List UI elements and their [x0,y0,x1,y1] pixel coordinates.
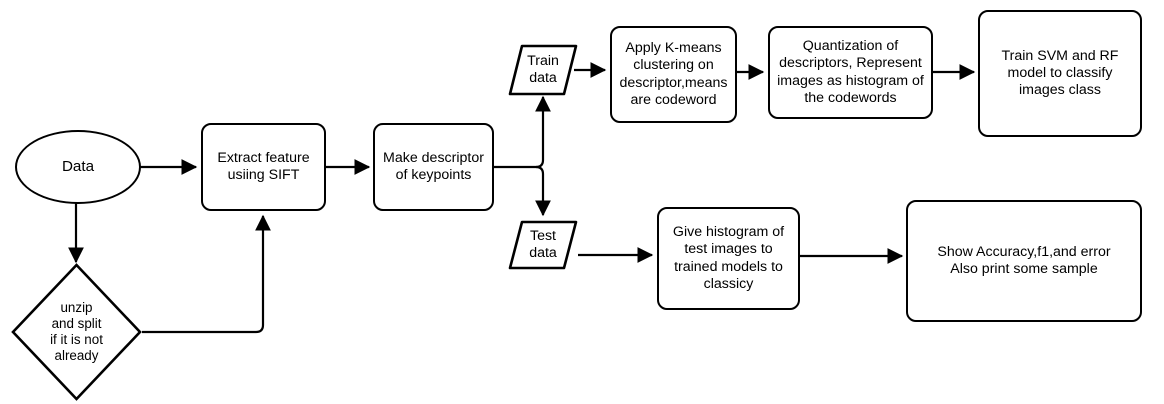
node-data-label: Data [61,157,95,175]
node-train-svm-rf-label: Train SVM and RF model to classify image… [1001,47,1119,99]
node-test-data[interactable]: Test data [508,220,578,270]
edge-descriptor-to-train-data [535,95,551,169]
node-extract-feature-label: Extract feature usiing SIFT [217,149,310,183]
edge-unzip-to-extract [142,214,271,334]
node-unzip-label: unzip and split if it is not already [50,299,103,364]
node-extract-feature[interactable]: Extract feature usiing SIFT [201,123,326,211]
node-train-svm-rf[interactable]: Train SVM and RF model to classify image… [978,10,1142,137]
node-make-descriptor[interactable]: Make descriptor of keypoints [373,123,494,211]
node-show-accuracy[interactable]: Show Accuracy,f1,and error Also print so… [906,200,1142,322]
node-apply-kmeans[interactable]: Apply K-means clustering on descriptor,m… [610,26,737,123]
node-unzip-and-split[interactable]: unzip and split if it is not already [11,263,142,401]
diamond-shape [11,263,142,401]
node-give-histogram-label: Give histogram of test images to trained… [672,224,785,292]
node-train-data[interactable]: Train data [508,44,578,96]
parallelogram-shape [508,220,578,270]
node-apply-kmeans-label: Apply K-means clustering on descriptor,m… [619,40,728,108]
node-data[interactable]: Data [15,130,141,204]
node-make-descriptor-label: Make descriptor of keypoints [383,149,484,183]
node-show-accuracy-label: Show Accuracy,f1,and error Also print so… [937,243,1111,277]
edge-descriptor-to-test-data [535,165,551,217]
parallelogram-shape [508,44,578,96]
node-train-data-label: Train data [527,52,559,86]
node-quantization-label: Quantization of descriptors, Represent i… [777,38,924,106]
node-quantization[interactable]: Quantization of descriptors, Represent i… [768,26,933,119]
node-test-data-label: Test data [529,227,557,261]
node-give-histogram[interactable]: Give histogram of test images to trained… [657,207,800,310]
